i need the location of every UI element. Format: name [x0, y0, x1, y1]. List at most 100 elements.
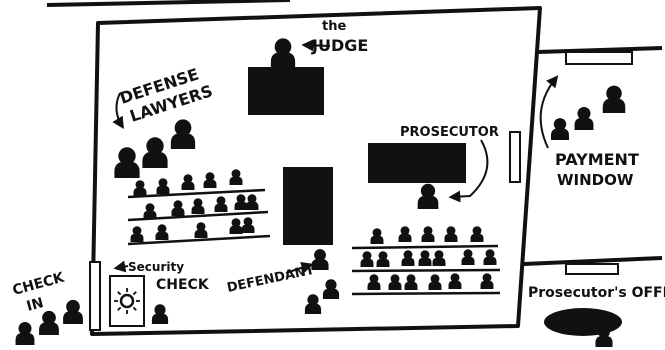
- security-label-line1: Security: [128, 260, 184, 274]
- spectator-person: [245, 194, 259, 210]
- scanner-ray: [117, 291, 122, 296]
- security-officer-person: [151, 304, 169, 324]
- payment-window: [565, 51, 633, 65]
- spectator-person: [367, 274, 381, 290]
- judge-person: [270, 38, 296, 68]
- spectator-person: [483, 249, 497, 265]
- checkin-person: [15, 321, 35, 345]
- spectator-person: [241, 217, 255, 233]
- office-desk: [544, 308, 622, 336]
- scanner-ray: [117, 306, 122, 311]
- spectator-person: [130, 226, 144, 242]
- spectator-person: [432, 250, 446, 266]
- spectator-person: [133, 180, 147, 196]
- spectator-person: [398, 226, 412, 242]
- judge-label-line1: the: [322, 19, 346, 34]
- office-figure: [595, 326, 613, 347]
- checkin-person: [63, 299, 83, 324]
- office-person: [595, 326, 613, 347]
- spectator-person: [203, 172, 217, 188]
- spectator-person: [234, 194, 248, 210]
- office-window: [565, 263, 619, 275]
- security-label-line2: CHECK: [156, 277, 210, 293]
- payment-queue-figures: [551, 85, 626, 140]
- payment-person: [551, 118, 569, 140]
- payment-label-line2: WINDOW: [557, 171, 634, 189]
- defense-lawyer-person: [142, 137, 168, 168]
- spectator-person: [421, 226, 435, 242]
- security-arrow: [113, 260, 129, 273]
- judge-bench: [248, 67, 324, 115]
- defense-lawyer-person: [170, 119, 196, 149]
- spectator-person: [448, 273, 462, 289]
- defendant-arrow: [285, 261, 314, 274]
- judge-arrow: [301, 39, 331, 52]
- top-wall-line: [46, 0, 291, 7]
- prosecutor-table: [368, 143, 466, 183]
- payment-person: [602, 85, 626, 113]
- checkin-label-line2: IN: [25, 295, 46, 315]
- spectator-person: [404, 274, 418, 290]
- defense-arrow: [112, 92, 124, 130]
- defendant-figures: [304, 249, 340, 314]
- spectator-person: [181, 174, 195, 190]
- spectator-person: [388, 274, 402, 290]
- spectator-person: [229, 218, 243, 234]
- judge-label-line2: JUDGE: [311, 36, 368, 55]
- spectator-person: [155, 224, 169, 240]
- spectator-person: [214, 196, 228, 212]
- payment-arrow: [539, 75, 559, 149]
- spectator-person: [376, 251, 390, 267]
- scanner-ray: [132, 306, 137, 311]
- bench-line: [127, 188, 266, 199]
- payment-label-line1: PAYMENT: [555, 150, 639, 169]
- spectator-person: [428, 274, 442, 290]
- checkin-label-line1: CHECK: [11, 269, 67, 298]
- spectator-person: [360, 251, 374, 267]
- spectator-person: [156, 178, 170, 194]
- bench-line: [351, 244, 499, 250]
- prosecutor-figure: [417, 183, 439, 209]
- spectator-person: [229, 169, 243, 185]
- spectator-person: [418, 250, 432, 266]
- office-wall: [523, 256, 663, 266]
- security-officer-figure: [151, 304, 169, 324]
- right-gallery: [351, 226, 501, 296]
- defendant-person: [311, 249, 329, 270]
- spectator-person: [480, 273, 494, 289]
- bench-line: [127, 234, 271, 246]
- spectator-person: [470, 226, 484, 242]
- defendant-person: [322, 279, 340, 299]
- bench-line: [351, 291, 501, 296]
- spectator-person: [370, 228, 384, 244]
- office-label: Prosecutor's OFFICE: [528, 285, 665, 301]
- spectator-person: [194, 222, 208, 238]
- witness-stand: [283, 167, 333, 245]
- defense-lawyer-person: [114, 147, 140, 178]
- scanner-lens: [119, 293, 135, 309]
- prosecutor-arrow: [448, 139, 489, 203]
- right-door: [509, 131, 521, 183]
- bench-line: [127, 210, 269, 222]
- payment-person: [574, 106, 594, 130]
- spectator-person: [444, 226, 458, 242]
- prosecutor-person: [417, 183, 439, 209]
- spectator-person: [171, 200, 185, 216]
- judge-figure: [270, 38, 296, 68]
- spectator-person: [401, 250, 415, 266]
- defendant-person: [304, 294, 322, 314]
- scanner-ray: [132, 291, 137, 296]
- payment-room-wall: [537, 46, 663, 54]
- checkin-queue-figures: [15, 299, 83, 345]
- left-gallery: [127, 169, 271, 246]
- prosecutor-label: PROSECUTOR: [400, 125, 499, 140]
- spectator-person: [191, 198, 205, 214]
- defense-lawyers-figures: [114, 119, 196, 178]
- courtroom-outline: [90, 6, 542, 336]
- bench-line: [351, 268, 501, 273]
- spectator-person: [143, 203, 157, 219]
- scanner-rays: [114, 288, 140, 314]
- checkin-person: [39, 310, 59, 335]
